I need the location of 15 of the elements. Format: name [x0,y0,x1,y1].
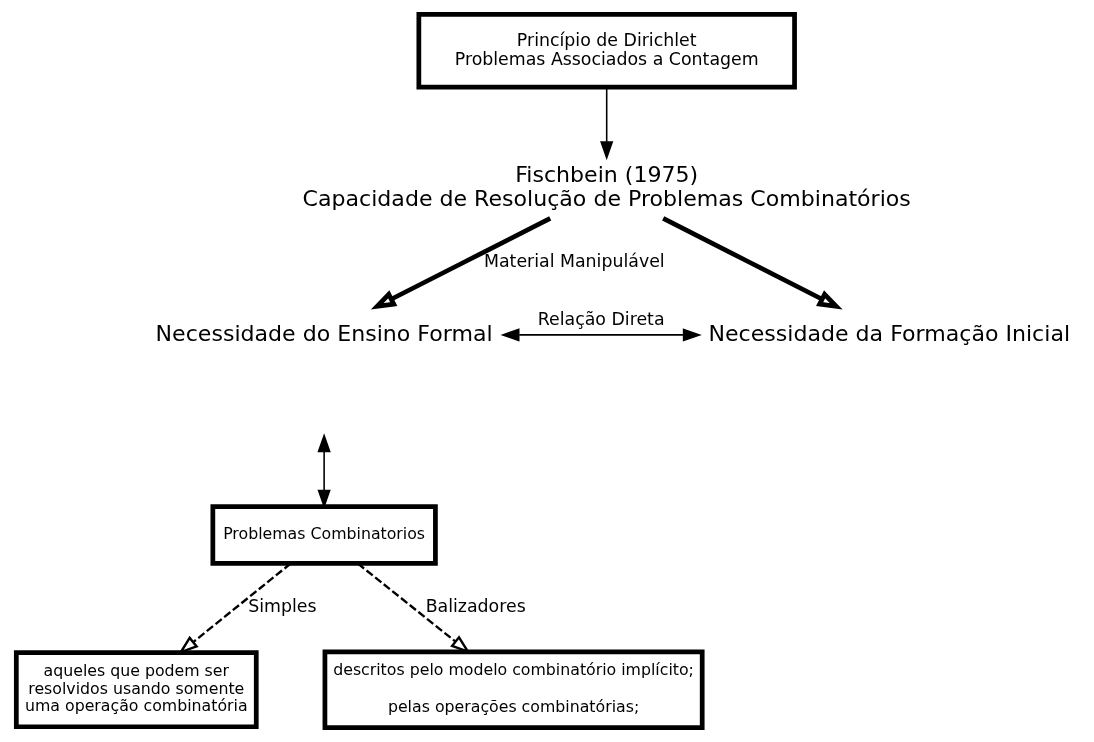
arrow [370,216,551,310]
node-text: Necessidade da Formação Inicial [707,319,1070,346]
node-box: Princípio de Dirichlet Problemas Associados a Contagem [416,12,797,90]
node-box: aqueles que podem ser resolvidos usando somente uma operação combinatória [13,650,259,730]
arrow [599,86,613,161]
edge-label: Simples [247,595,316,616]
edge-label: Material Manipulável [483,250,665,271]
node-text: Necessidade do Ensino Formal [155,319,493,346]
node-box: descritos pelo modelo combinatório implícito; pelas operações combinatórias; [322,649,705,730]
arrow [661,216,843,310]
edge-label: Balizadores [425,595,526,616]
arrow [500,328,702,342]
node-box: Problemas Combinatorios [210,504,438,566]
node-text: Fischbein (1975) Capacidade de Resolução de Problemas Combinatórios [302,161,911,211]
edge-label: Relação Direta [537,309,665,330]
